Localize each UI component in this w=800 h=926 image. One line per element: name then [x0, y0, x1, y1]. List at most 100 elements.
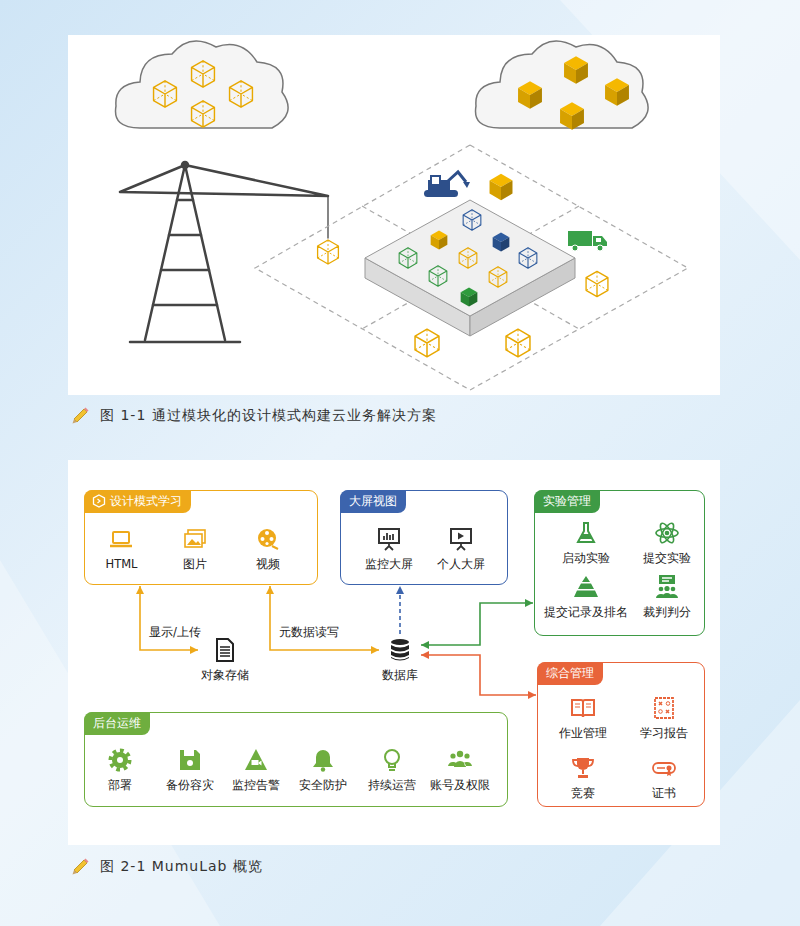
item-label: 提交实验	[643, 551, 691, 566]
decor-shape	[574, 576, 598, 597]
item-label: 作业管理	[559, 726, 607, 741]
decor-shape	[457, 543, 465, 550]
icon-item: 对象存储	[201, 637, 249, 683]
item-label: 图片	[183, 557, 207, 572]
item-label: 安全防护	[299, 778, 347, 793]
decor-shape	[506, 329, 530, 357]
decor-shape	[655, 698, 673, 718]
decor-shape	[391, 639, 409, 645]
group-box: 后台运维部署备份容灾监控告警安全防护持续运营账号及权限	[84, 712, 508, 807]
decor-shape	[265, 541, 268, 544]
item-icon	[654, 520, 680, 546]
decor-shape	[490, 174, 513, 200]
icon-item: 裁判判分	[643, 574, 691, 620]
item-label: 提交记录及排名	[544, 605, 628, 620]
module-cubes	[318, 174, 608, 357]
decor-shape	[431, 176, 440, 185]
decor-shape	[670, 586, 675, 591]
decor-shape	[180, 750, 200, 770]
icon-item: 部署	[107, 747, 133, 793]
item-icon	[243, 747, 269, 773]
decor-shape	[657, 521, 675, 544]
item-icon	[212, 637, 238, 663]
decor-shape	[113, 532, 129, 543]
decor-shape	[93, 495, 104, 507]
decor-shape	[110, 750, 129, 769]
decor-shape	[666, 701, 670, 705]
decor-shape	[187, 539, 201, 545]
decor-shape	[463, 182, 470, 188]
pencil-icon	[73, 859, 89, 875]
decor-shape	[572, 700, 594, 717]
item-icon	[570, 755, 596, 781]
decor-shape	[656, 521, 678, 544]
decor-shape	[185, 534, 202, 547]
decor-shape	[572, 245, 578, 251]
item-label: 监控告警	[232, 778, 280, 793]
decor-shape	[384, 533, 393, 540]
decor-shape	[666, 765, 671, 770]
icon-item: 学习报告	[640, 695, 688, 741]
group-title: 大屏视图	[349, 494, 397, 508]
decor-shape	[391, 645, 409, 661]
item-icon	[448, 526, 474, 552]
decor-shape	[578, 523, 594, 542]
icon-item: 图片	[182, 526, 208, 572]
decor-shape	[220, 647, 230, 656]
decor-shape	[424, 190, 458, 197]
item-label: 监控大屏	[365, 557, 413, 572]
decor-shape	[265, 531, 269, 535]
group-box: 综合管理作业管理学习报告竞赛证书	[537, 662, 705, 807]
item-label: 对象存储	[201, 668, 249, 683]
truck	[568, 231, 607, 251]
decor-shape	[327, 196, 328, 238]
decor-shape	[251, 760, 258, 765]
pencil-icon	[73, 408, 89, 424]
platform	[365, 200, 575, 336]
icon-item: 备份容灾	[166, 747, 214, 793]
decor-shape	[653, 763, 675, 773]
item-icon	[573, 520, 599, 546]
decor-shape	[217, 639, 233, 661]
decor-shape	[182, 162, 188, 168]
decor-shape	[458, 532, 464, 539]
group-box: 实验管理启动实验提交实验提交记录及排名裁判判分	[534, 490, 705, 636]
decor-shape	[560, 102, 584, 130]
decor-shape	[451, 529, 471, 543]
decor-shape	[659, 575, 675, 584]
figure-caption: 图 2-1 MumuLab 概览	[100, 857, 263, 875]
icon-item: 作业管理	[559, 695, 607, 741]
decor-shape	[519, 248, 537, 268]
decor-shape	[230, 81, 253, 107]
decor-shape	[97, 499, 100, 503]
decor-shape	[448, 761, 472, 767]
header-icon	[92, 494, 106, 508]
decor-shape	[258, 760, 261, 765]
decor-shape	[320, 767, 324, 771]
item-icon	[651, 755, 677, 781]
decor-shape	[464, 753, 469, 758]
group-header: 综合管理	[537, 662, 603, 685]
decor-shape	[110, 544, 132, 547]
decor-shape	[145, 165, 225, 340]
figure-panel	[68, 35, 720, 395]
decor-shape	[269, 537, 273, 541]
decor-shape	[597, 245, 603, 251]
item-icon	[570, 695, 596, 721]
item-icon	[310, 747, 336, 773]
group-title: 设计模式学习	[110, 494, 182, 508]
figure-panel	[68, 460, 720, 845]
decor-shape	[657, 521, 675, 544]
decor-shape	[431, 230, 448, 249]
item-icon	[651, 695, 677, 721]
decor-shape	[656, 528, 678, 536]
item-label: 持续运营	[368, 778, 416, 793]
decor-shape	[184, 750, 194, 756]
decor-shape	[575, 704, 591, 707]
decor-shape	[667, 770, 671, 776]
decor-shape	[662, 578, 672, 581]
item-label: 启动实验	[562, 551, 610, 566]
connector	[421, 603, 533, 645]
group-header: 后台运维	[84, 712, 150, 735]
